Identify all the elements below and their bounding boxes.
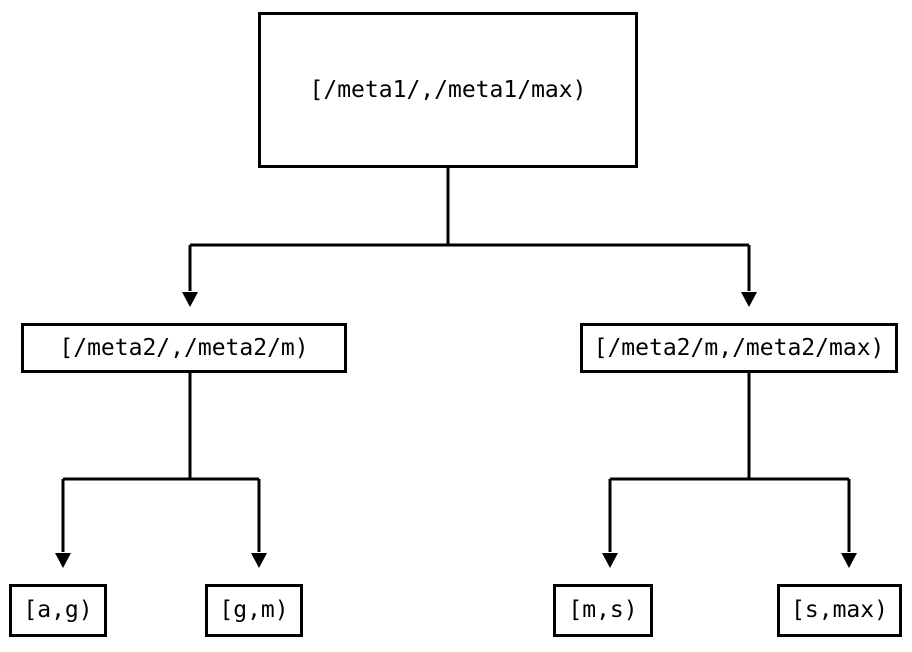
arrowhead-icon (602, 553, 618, 568)
node-mid-right-label: [/meta2/m,/meta2/max) (593, 334, 885, 361)
node-leaf-g-m-label: [g,m) (219, 597, 289, 623)
edge-midleft-to-leaves (55, 373, 267, 568)
edge-midright-to-leaves (602, 373, 857, 568)
node-leaf-m-s-label: [m,s) (568, 597, 638, 623)
node-root-label: [/meta1/,/meta1/max) (309, 76, 587, 103)
node-leaf-a-g[interactable]: [a,g) (9, 584, 107, 637)
node-leaf-a-g-label: [a,g) (23, 597, 93, 623)
arrowhead-icon (251, 553, 267, 568)
node-root[interactable]: [/meta1/,/meta1/max) (258, 12, 638, 168)
arrowhead-icon (841, 553, 857, 568)
arrowhead-icon (182, 292, 198, 307)
node-mid-right[interactable]: [/meta2/m,/meta2/max) (580, 323, 898, 373)
node-leaf-g-m[interactable]: [g,m) (205, 584, 303, 637)
arrowhead-icon (55, 553, 71, 568)
node-leaf-s-max[interactable]: [s,max) (777, 584, 902, 637)
edge-root-to-midlevel (182, 168, 757, 307)
arrowhead-icon (741, 292, 757, 307)
node-mid-left-label: [/meta2/,/meta2/m) (59, 334, 309, 361)
node-leaf-s-max-label: [s,max) (791, 597, 888, 623)
node-mid-left[interactable]: [/meta2/,/meta2/m) (21, 323, 347, 373)
node-leaf-m-s[interactable]: [m,s) (553, 584, 653, 637)
